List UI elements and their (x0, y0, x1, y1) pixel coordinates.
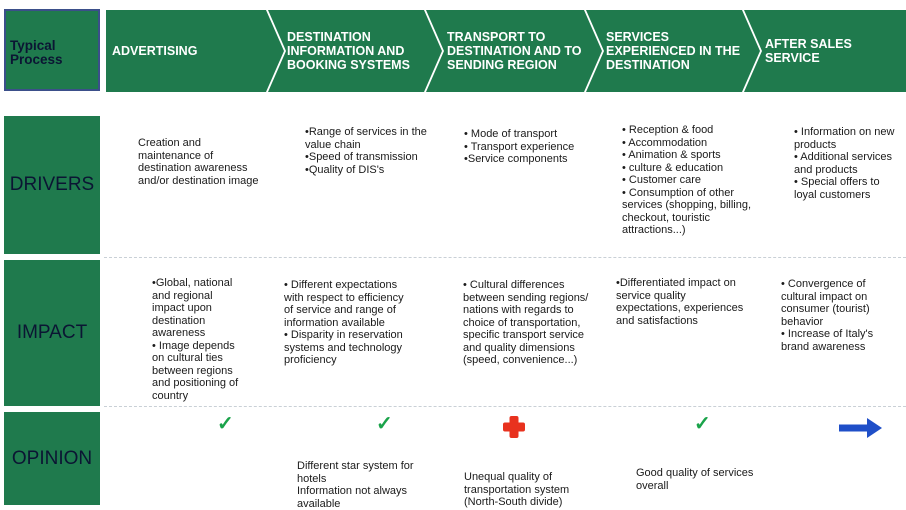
chevron-stage-3 (426, 10, 602, 92)
row-label-drivers: DRIVERS (4, 116, 100, 254)
chevron-stage-4 (586, 10, 760, 92)
drivers-cell-transport: • Mode of transport• Transport experienc… (464, 128, 575, 165)
stage-label-destination-info: DESTINATION INFORMATION AND BOOKING SYST… (287, 30, 410, 72)
stage-label-transport: TRANSPORT TO DESTINATION AND TO SENDING … (447, 30, 582, 72)
row-separator (104, 257, 906, 258)
stage-label-after-sales: AFTER SALES SERVICE (765, 37, 852, 65)
row-label-opinion: OPINION (4, 412, 100, 505)
stage-label-services: SERVICES EXPERIENCED IN THE DESTINATION (606, 30, 741, 72)
chevron-stage-2 (268, 10, 442, 92)
check-icon: ✓ (376, 413, 393, 435)
typical-process-label: Typical Process (4, 9, 100, 91)
chevron-stage-1 (106, 10, 284, 92)
process-chevron-bar (106, 10, 906, 92)
stage-label-advertising: ADVERTISING (112, 44, 198, 58)
drivers-cell-services: • Reception & food• Accommodation• Anima… (622, 124, 752, 236)
check-icon: ✓ (694, 413, 711, 435)
check-icon: ✓ (217, 413, 234, 435)
row-label-impact: IMPACT (4, 260, 100, 406)
row-separator (104, 406, 906, 407)
chevron-stage-5 (744, 10, 906, 92)
blue-arrow-icon (839, 418, 882, 438)
red-cross-icon (503, 416, 525, 438)
